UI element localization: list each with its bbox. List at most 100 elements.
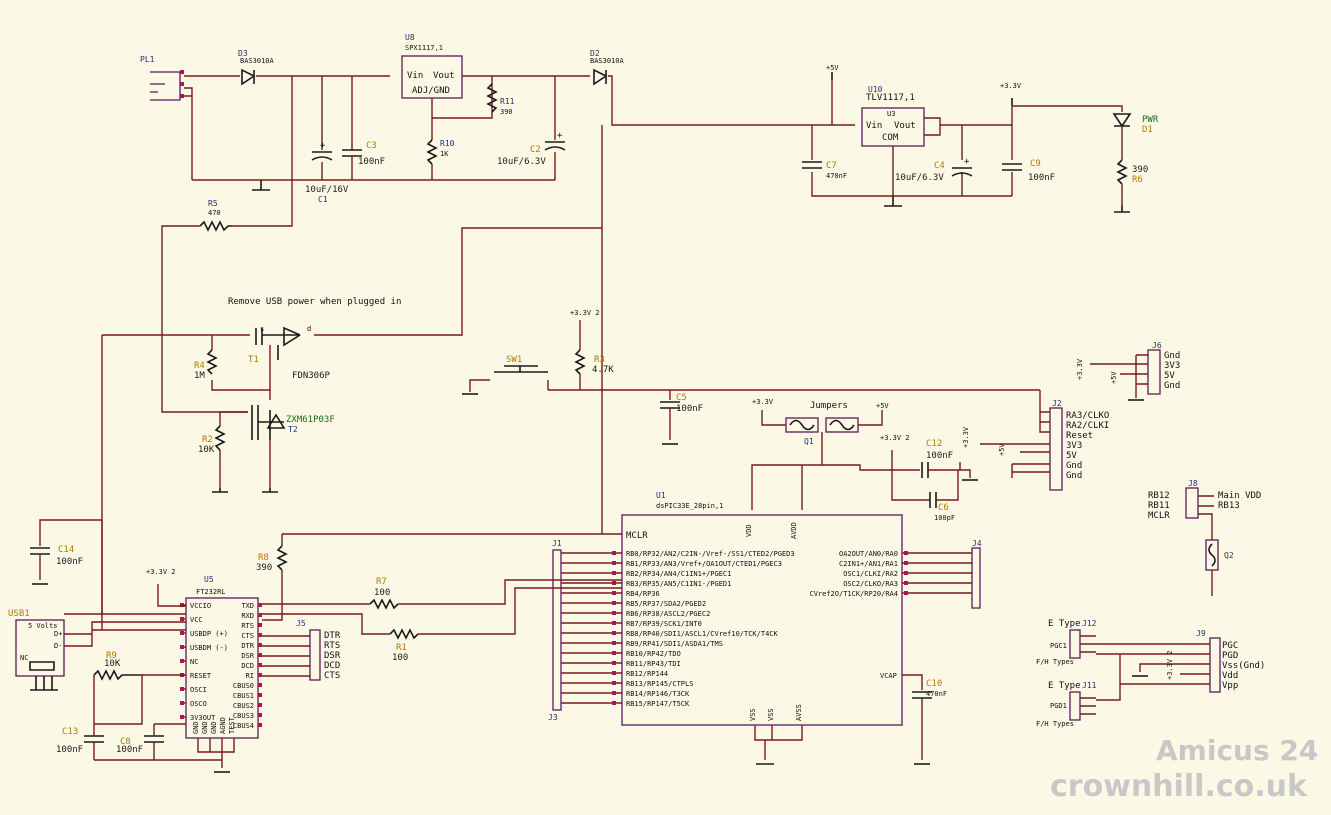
t2-transistor[interactable] xyxy=(251,405,286,440)
q1-jumper-left[interactable] xyxy=(785,417,819,433)
d1-led[interactable] xyxy=(1112,113,1132,128)
u5-right-pin-label: DSR xyxy=(241,652,254,660)
r11-resistor[interactable] xyxy=(486,83,498,113)
u1-left-pin-pad[interactable] xyxy=(612,581,616,585)
j8-connector[interactable] xyxy=(1185,487,1199,519)
r4-resistor[interactable] xyxy=(206,349,218,375)
u5-right-pin-pad[interactable] xyxy=(258,683,262,687)
sw1-switch[interactable] xyxy=(494,365,548,373)
u1-left-pin-pad[interactable] xyxy=(612,571,616,575)
j6-connector[interactable] xyxy=(1147,349,1161,395)
j9-supply-label: +3.3V 2 xyxy=(1166,650,1174,680)
u1-right-pin-pad[interactable] xyxy=(904,581,908,585)
u5-left-pin-pad[interactable] xyxy=(180,617,184,621)
u5-right-pin-pad[interactable] xyxy=(258,613,262,617)
j12-connector[interactable] xyxy=(1069,629,1081,659)
u5-left-pin-pad[interactable] xyxy=(180,659,184,663)
u5-left-pin-pad[interactable] xyxy=(180,701,184,705)
u10-5v-label: +5V xyxy=(826,64,839,72)
usb1-connector[interactable] xyxy=(15,619,65,677)
c2-capacitor[interactable]: + xyxy=(544,131,566,151)
c6-capacitor[interactable] xyxy=(929,492,937,508)
c5-value: 100nF xyxy=(676,404,703,414)
d3-diode[interactable] xyxy=(241,68,256,86)
r5-resistor[interactable] xyxy=(199,220,232,232)
pl1-ref: PL1 xyxy=(140,55,155,64)
u1-right-pin-pad[interactable] xyxy=(904,551,908,555)
u1-left-pin-pad[interactable] xyxy=(612,651,616,655)
u1-left-pin-pad[interactable] xyxy=(612,561,616,565)
j4-header[interactable] xyxy=(971,547,981,609)
u1-left-pin-pad[interactable] xyxy=(612,641,616,645)
u5-right-pin-pad[interactable] xyxy=(258,673,262,677)
u5-right-pin-pad[interactable] xyxy=(258,643,262,647)
u5-right-pin-pad[interactable] xyxy=(258,693,262,697)
u1-left-pin-pad[interactable] xyxy=(612,691,616,695)
j9-connector[interactable] xyxy=(1209,637,1221,693)
r2-resistor[interactable] xyxy=(214,425,226,451)
u1-left-pin-pad[interactable] xyxy=(612,551,616,555)
c13-capacitor[interactable] xyxy=(84,735,104,743)
u1-chip[interactable] xyxy=(621,514,903,726)
c6-value: 100pF xyxy=(934,514,955,522)
j2-connector[interactable] xyxy=(1049,407,1063,491)
u1-left-pin-pad[interactable] xyxy=(612,681,616,685)
u1-right-pin-label: OSC1/CLKI/RA2 xyxy=(843,570,898,578)
u5-right-pin-pad[interactable] xyxy=(258,663,262,667)
j11-connector[interactable] xyxy=(1069,691,1081,721)
r6-resistor[interactable] xyxy=(1116,159,1128,185)
u5-right-pin-pad[interactable] xyxy=(258,623,262,627)
u1-left-pin-pad[interactable] xyxy=(612,661,616,665)
u5-left-pin-pad[interactable] xyxy=(180,631,184,635)
u5-right-pin-pad[interactable] xyxy=(258,633,262,637)
r6-ref: R6 xyxy=(1132,175,1143,185)
r9-resistor[interactable] xyxy=(93,669,142,681)
c7-capacitor[interactable] xyxy=(802,161,822,169)
u1-right-pin-pad[interactable] xyxy=(904,591,908,595)
c1-capacitor[interactable]: + xyxy=(311,141,333,161)
j6-pin-1: Gnd xyxy=(1164,351,1180,361)
j1-ref: J1 xyxy=(552,539,562,548)
r3-resistor[interactable] xyxy=(574,349,586,375)
usb-power-switch: R5 470 Remove USB power when plugged in … xyxy=(101,199,401,630)
u1-left-pin-pad[interactable] xyxy=(612,671,616,675)
u5-right-pin-pad[interactable] xyxy=(258,713,262,717)
u1-left-pin-pad[interactable] xyxy=(612,591,616,595)
r7-resistor[interactable] xyxy=(369,598,399,610)
u1-left-pin-pad[interactable] xyxy=(612,601,616,605)
u1-right-pin-pad[interactable] xyxy=(904,571,908,575)
u1-left-pin-pad[interactable] xyxy=(612,701,616,705)
r10-resistor[interactable] xyxy=(426,139,438,165)
u5-right-pin-pad[interactable] xyxy=(258,603,262,607)
u5-right-pin-pad[interactable] xyxy=(258,723,262,727)
pl1-connector[interactable] xyxy=(150,70,184,101)
c3-capacitor[interactable] xyxy=(342,149,362,157)
u1-left-pin-pad[interactable] xyxy=(612,621,616,625)
usb-power-note: Remove USB power when plugged in xyxy=(228,297,401,307)
u5-left-pin-label: USBDP (+) xyxy=(190,630,228,638)
c4-capacitor[interactable]: + xyxy=(951,157,973,177)
u1-left-pin-pad[interactable] xyxy=(612,631,616,635)
u5-right-pin-pad[interactable] xyxy=(258,703,262,707)
c9-capacitor[interactable] xyxy=(1002,163,1022,171)
u5-left-pin-pad[interactable] xyxy=(180,603,184,607)
r8-resistor[interactable] xyxy=(276,545,288,571)
u5-right-pin-label: CBUS3 xyxy=(233,712,254,720)
j1-j3-header[interactable] xyxy=(552,549,562,711)
r1-resistor[interactable] xyxy=(389,628,419,640)
u5-left-pin-pad[interactable] xyxy=(180,715,184,719)
d2-diode[interactable] xyxy=(593,68,608,86)
c8-capacitor[interactable] xyxy=(144,735,164,743)
c12-capacitor[interactable] xyxy=(921,462,929,478)
u5-right-pin-pad[interactable] xyxy=(258,653,262,657)
u1-left-pin-pad[interactable] xyxy=(612,611,616,615)
u1-right-pin-pad[interactable] xyxy=(904,561,908,565)
u5-left-pin-pad[interactable] xyxy=(180,687,184,691)
j5-connector[interactable] xyxy=(309,629,321,681)
u5-left-pin-pad[interactable] xyxy=(180,645,184,649)
t1-transistor[interactable] xyxy=(255,326,301,360)
u5-bottom-pin-label: GND xyxy=(201,721,209,734)
c14-capacitor[interactable] xyxy=(30,547,50,555)
j4-ref: J4 xyxy=(972,539,982,548)
